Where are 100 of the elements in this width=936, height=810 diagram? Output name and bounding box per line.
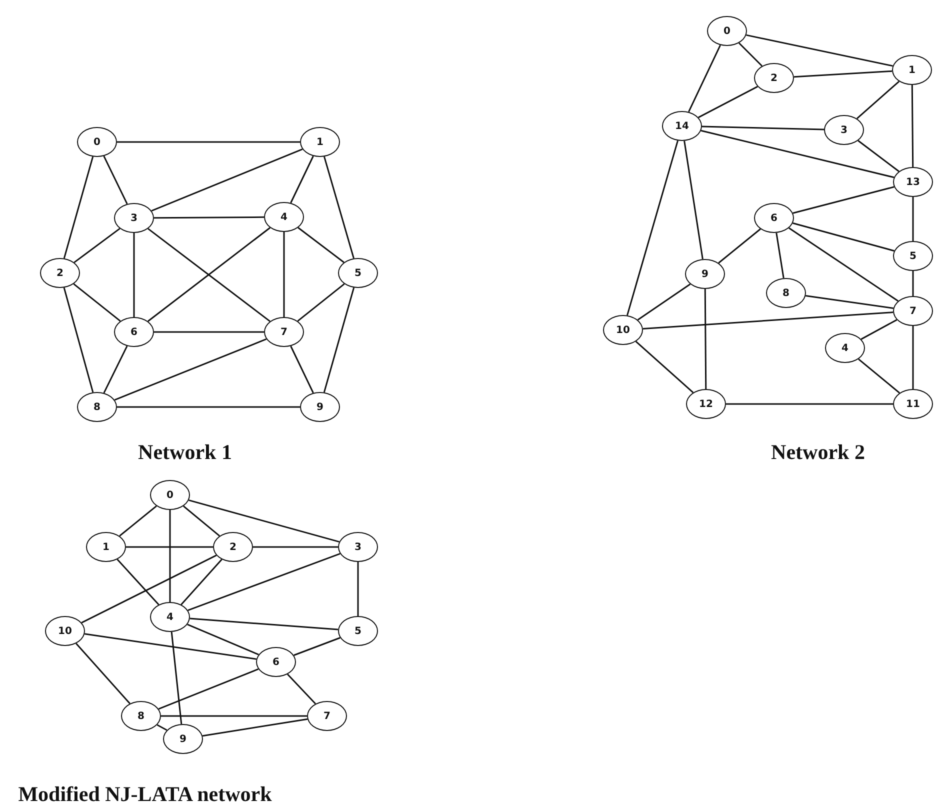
connector-line	[700, 130, 894, 178]
connector-line	[154, 331, 264, 333]
connector-line	[912, 197, 914, 241]
connector-line	[156, 724, 168, 731]
connector-line	[776, 232, 784, 278]
connector-line	[684, 140, 704, 260]
connector-line	[290, 346, 314, 394]
connector-line	[187, 624, 259, 656]
network-node: 7	[893, 296, 933, 326]
network-node: 10	[45, 616, 85, 646]
connector-line	[73, 283, 121, 322]
connector-line	[698, 86, 758, 118]
connector-line	[202, 718, 308, 737]
connector-line	[726, 403, 893, 405]
network-node: 14	[662, 111, 702, 141]
connector-line	[297, 283, 345, 322]
connector-line	[182, 506, 220, 536]
connector-line	[158, 668, 259, 710]
connector-line	[858, 358, 900, 394]
connector-line	[151, 148, 303, 212]
connector-line	[635, 340, 694, 394]
network-node: 9	[300, 392, 340, 422]
connector-line	[357, 562, 359, 616]
connector-line	[253, 546, 338, 548]
connector-line	[161, 715, 307, 717]
connector-line	[858, 140, 900, 172]
connector-line	[912, 271, 914, 296]
connector-line	[84, 633, 256, 660]
connector-line	[298, 227, 344, 263]
network-node: 6	[256, 647, 296, 677]
connector-line	[190, 618, 338, 630]
network-node: 4	[150, 602, 190, 632]
network-caption: Modified NJ-LATA network	[18, 782, 272, 807]
connector-line	[860, 319, 898, 340]
network-node: 3	[114, 203, 154, 233]
connector-line	[911, 85, 914, 167]
network-node: 6	[114, 317, 154, 347]
connector-line	[74, 228, 120, 264]
network-node: 12	[686, 389, 726, 419]
connector-line	[180, 558, 222, 606]
network-node: 0	[77, 127, 117, 157]
connector-line	[718, 228, 761, 264]
connector-line	[788, 227, 898, 302]
connector-line	[188, 552, 340, 612]
connector-line	[702, 126, 824, 130]
network-node: 9	[163, 724, 203, 754]
connector-line	[126, 546, 213, 548]
network-node: 0	[150, 480, 190, 510]
connector-line	[806, 295, 894, 309]
connector-line	[792, 222, 894, 252]
network-node: 6	[754, 203, 794, 233]
network-node: 5	[338, 258, 378, 288]
network-node: 3	[824, 115, 864, 145]
network-caption: Network 1	[138, 440, 232, 465]
connector-line	[116, 558, 160, 606]
network-node: 10	[603, 315, 643, 345]
connector-line	[912, 326, 914, 389]
network-node: 2	[40, 258, 80, 288]
connector-line	[324, 156, 354, 259]
network-node: 1	[892, 55, 932, 85]
connector-line	[283, 232, 285, 317]
connector-line	[169, 510, 171, 602]
connector-line	[119, 505, 157, 537]
network-node: 2	[213, 532, 253, 562]
connector-line	[114, 338, 267, 401]
connector-line	[746, 34, 893, 67]
network-node: 8	[121, 701, 161, 731]
connector-line	[63, 156, 94, 259]
network-node: 4	[825, 333, 865, 363]
network-node: 11	[893, 389, 933, 419]
connector-line	[103, 346, 128, 394]
connector-line	[704, 289, 707, 389]
connector-line	[76, 642, 130, 704]
connector-line	[154, 216, 264, 219]
connector-line	[642, 312, 894, 330]
network-node: 8	[77, 392, 117, 422]
connector-line	[117, 406, 300, 408]
network-node: 5	[893, 241, 933, 271]
network-caption: Network 2	[771, 440, 865, 465]
connector-line	[688, 44, 721, 112]
connector-line	[117, 141, 300, 143]
network-node: 7	[264, 317, 304, 347]
network-node: 1	[86, 532, 126, 562]
connector-line	[637, 283, 691, 321]
connector-line	[63, 288, 94, 392]
connector-line	[856, 80, 900, 120]
connector-line	[188, 499, 340, 543]
connector-line	[133, 233, 135, 317]
network-node: 5	[338, 616, 378, 646]
connector-line	[323, 287, 355, 393]
connector-line	[81, 554, 217, 624]
network-node: 1	[300, 127, 340, 157]
connector-line	[738, 42, 763, 67]
network-node: 2	[754, 63, 794, 93]
connector-line	[792, 186, 894, 214]
connector-line	[626, 140, 678, 316]
connector-line	[287, 674, 316, 704]
network-node: 0	[707, 16, 747, 46]
network-node: 9	[685, 259, 725, 289]
connector-line	[170, 632, 182, 724]
